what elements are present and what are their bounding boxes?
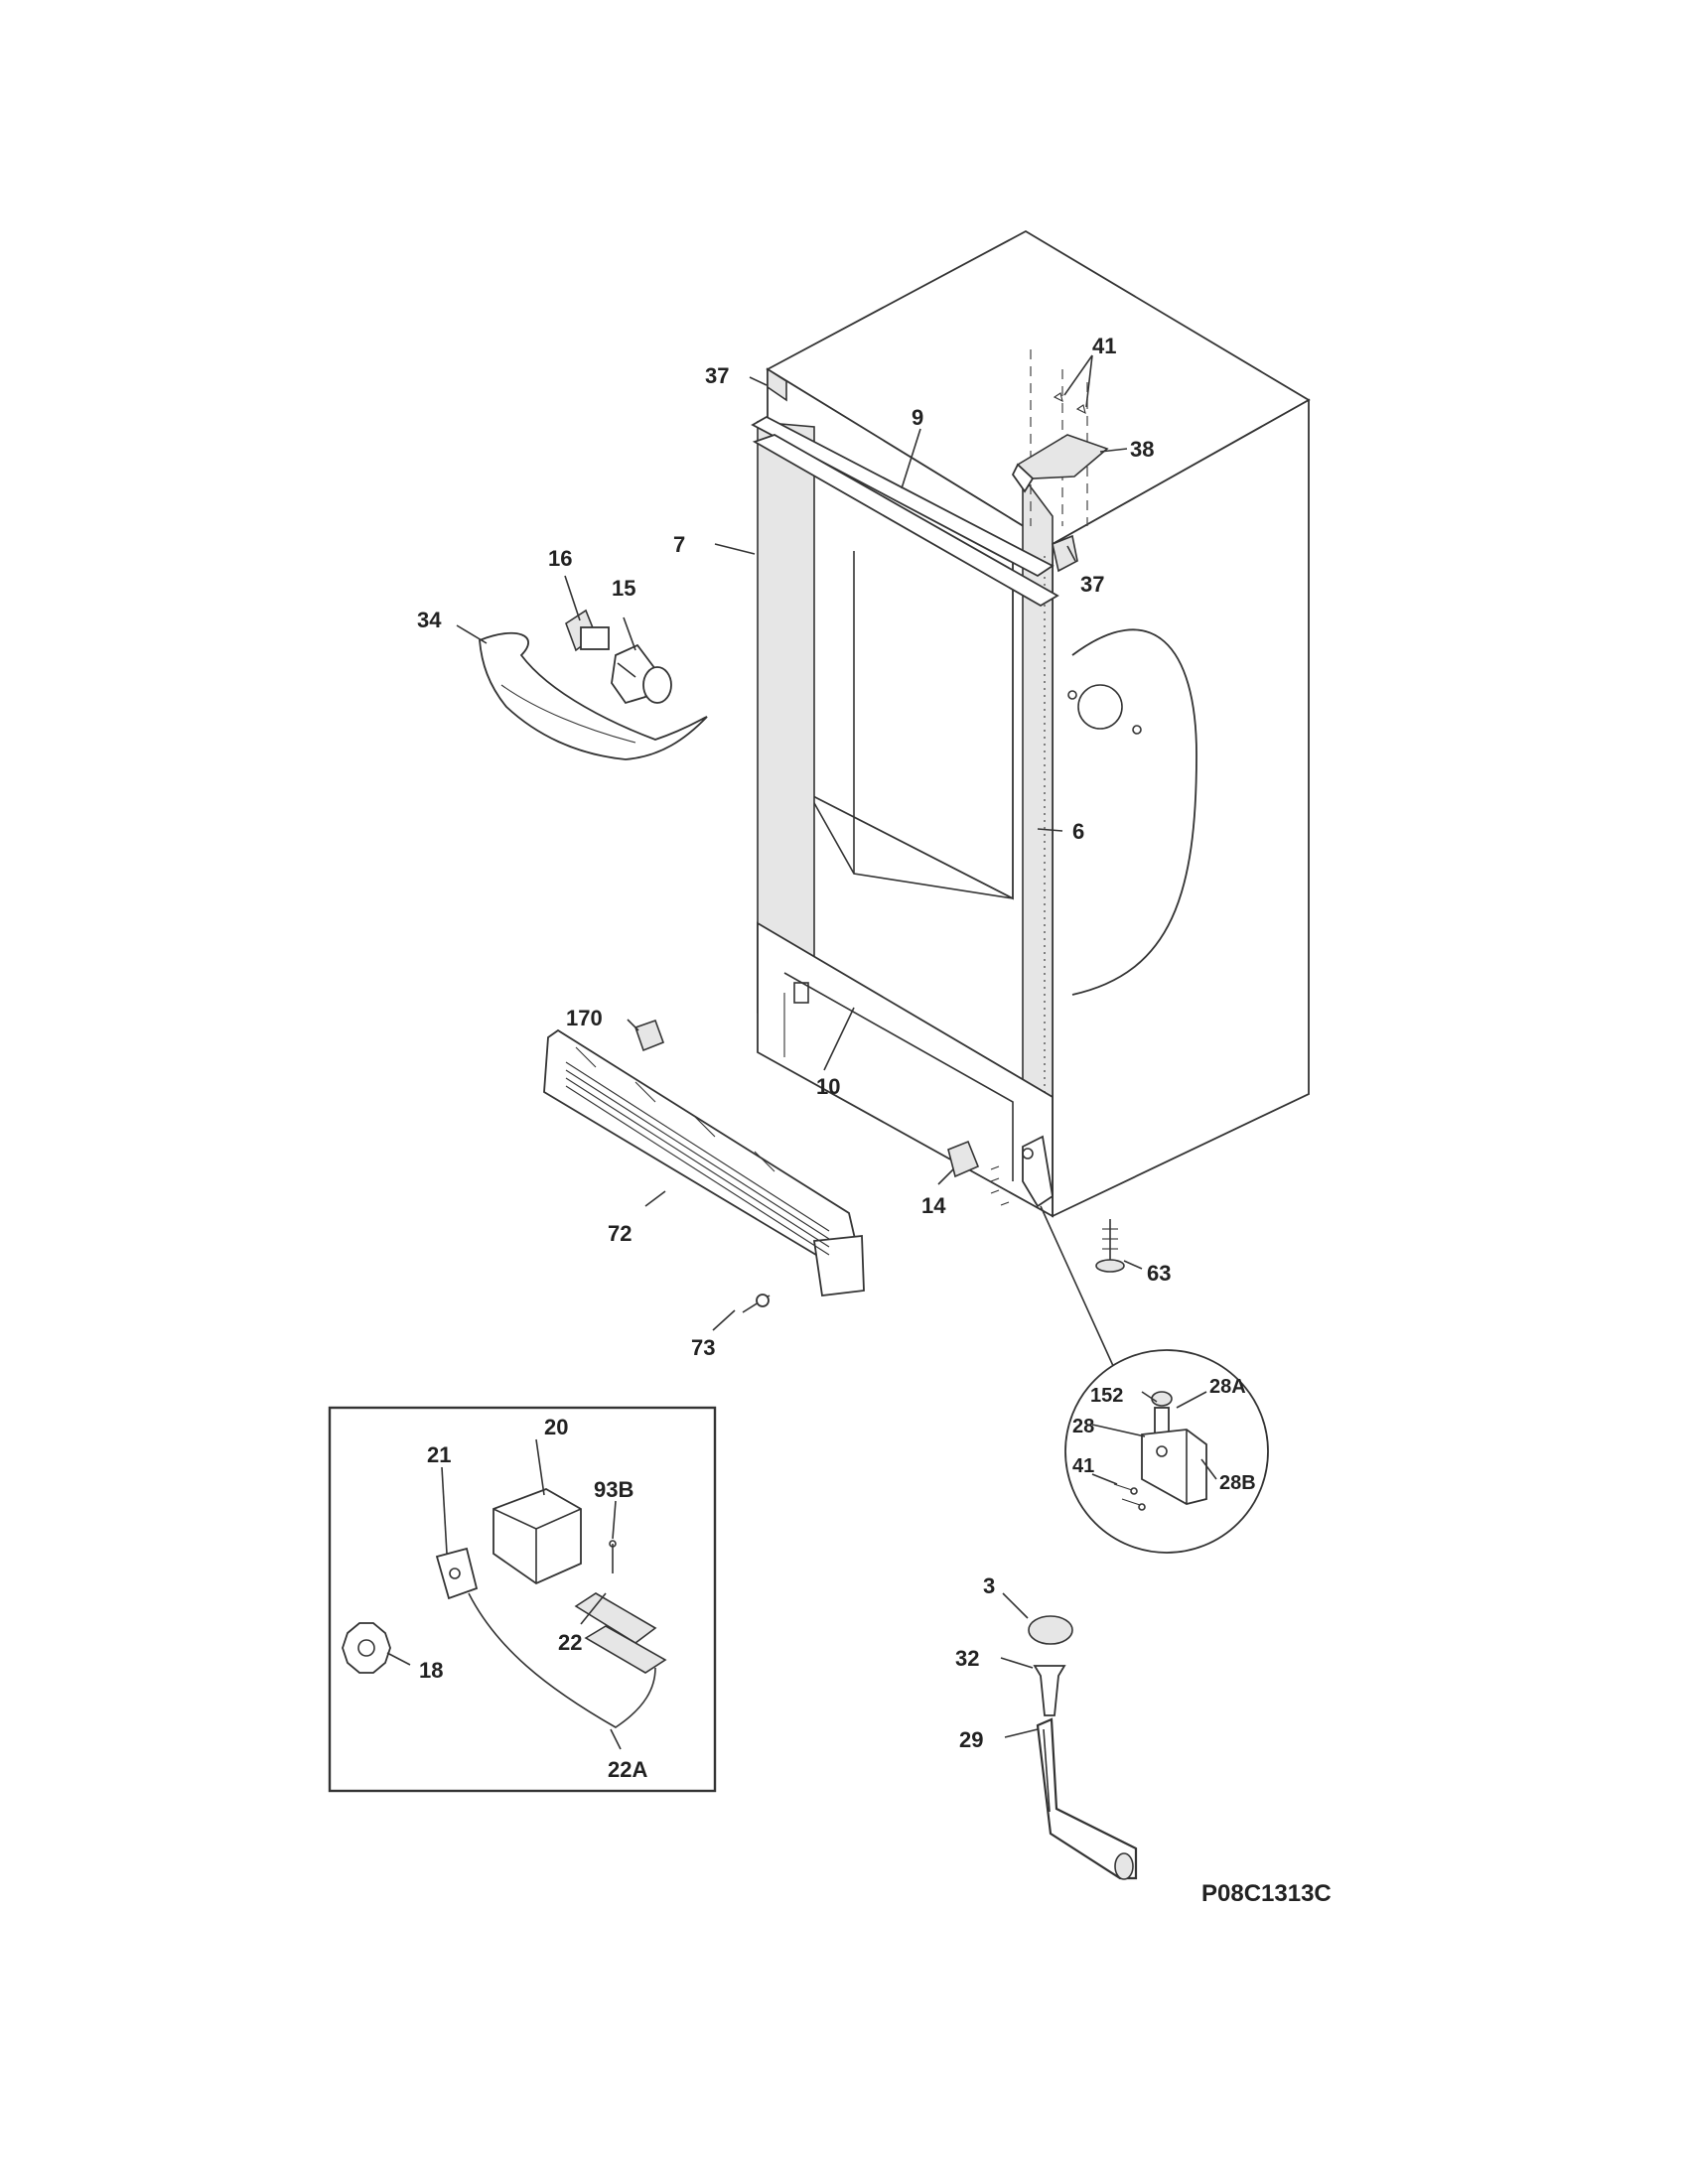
callout-28b: 28B [1219,1472,1256,1494]
leader-lines [386,354,1217,1750]
callout-28a: 28A [1209,1376,1246,1398]
callout-37-top-left: 37 [705,363,729,388]
thermostat-knob-170 [633,1019,665,1052]
callout-14: 14 [921,1193,946,1218]
top-hinge-assembly [1011,349,1109,526]
thermostat-inset [328,1406,717,1793]
callout-9: 9 [912,405,923,430]
callout-93b: 93B [594,1477,633,1502]
callout-28: 28 [1072,1416,1094,1437]
callout-32: 32 [955,1646,979,1671]
callout-20: 20 [544,1415,568,1439]
screw-73 [742,1294,771,1313]
callout-10: 10 [816,1074,840,1099]
callout-37-right: 37 [1080,572,1104,597]
callout-6: 6 [1072,819,1084,844]
callout-38: 38 [1130,437,1154,462]
bottom-hinge [990,1135,1115,1369]
callout-15: 15 [612,576,635,601]
hinge-detail [1064,1349,1269,1554]
kickplate-grille [543,1028,865,1297]
callout-41-top: 41 [1092,334,1116,358]
leveling-leg [1095,1219,1125,1273]
callout-41-detail: 41 [1072,1455,1094,1477]
callout-152: 152 [1090,1385,1123,1407]
cabinet [751,229,1311,1218]
callout-63: 63 [1147,1261,1171,1286]
callout-18: 18 [419,1658,443,1683]
callout-73: 73 [691,1335,715,1360]
drain-assembly [1028,1615,1138,1880]
callout-22: 22 [558,1630,582,1655]
callout-29: 29 [959,1727,983,1752]
callout-7: 7 [673,532,685,557]
callout-72: 72 [608,1221,632,1246]
callout-22a: 22A [608,1757,647,1782]
door-switch [947,1140,980,1178]
callout-3: 3 [983,1573,995,1598]
callouts: 37 9 41 38 7 37 16 15 34 6 170 10 14 72 … [417,334,1256,1782]
callout-16: 16 [548,546,572,571]
diagram-code: P08C1313C [1201,1880,1332,1907]
callout-34: 34 [417,608,442,632]
light-assembly [479,609,708,760]
callout-21: 21 [427,1442,451,1467]
callout-170: 170 [566,1006,603,1030]
